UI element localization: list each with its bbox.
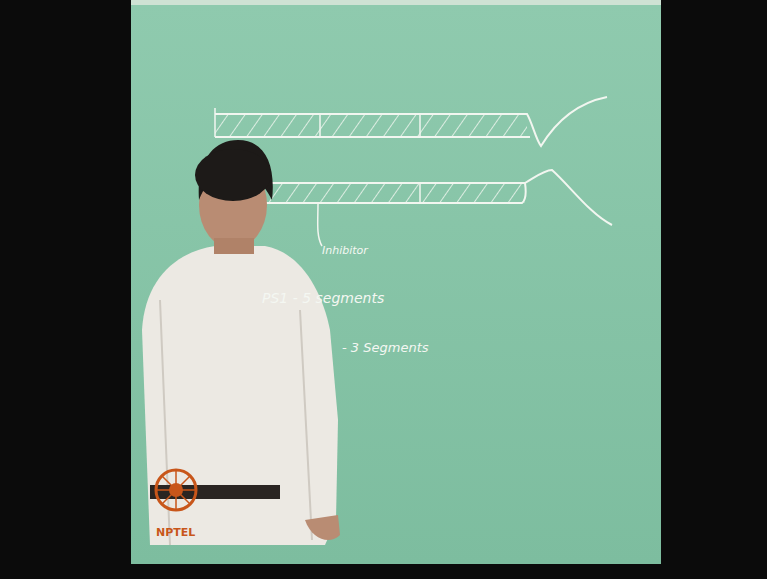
note-label: - 3 Segments [342, 340, 429, 355]
leader-line [318, 204, 322, 246]
part-label: Inhibitor [322, 244, 368, 257]
lecturer [142, 140, 340, 545]
chalkboard [131, 4, 661, 564]
note-label: PS1 - 5 segments [262, 290, 384, 306]
lower-grain-band [262, 170, 612, 225]
board-frame [131, 0, 661, 5]
nptel-logo [156, 470, 196, 510]
upper-grain-band [215, 97, 607, 146]
watermark: NPTEL [156, 526, 195, 539]
